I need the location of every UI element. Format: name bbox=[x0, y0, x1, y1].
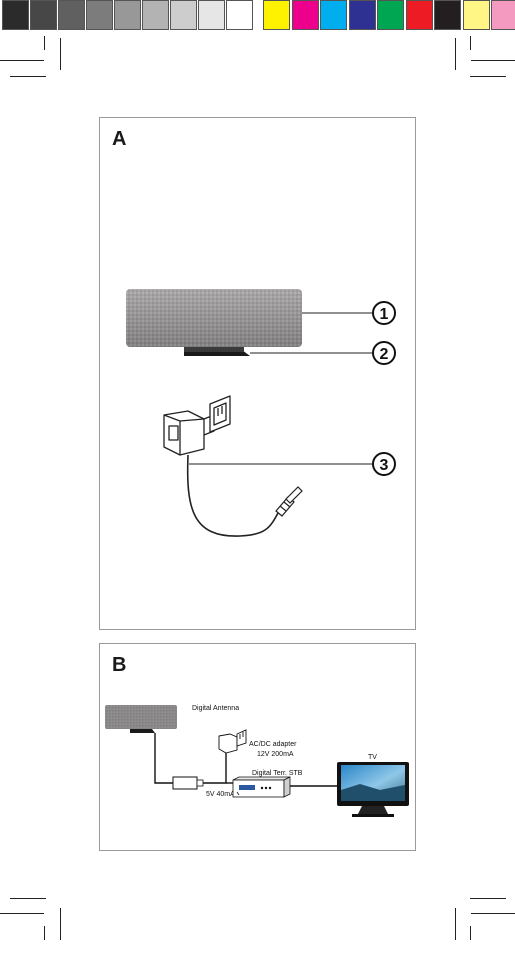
antenna-body bbox=[126, 289, 302, 347]
color-calibration-bar bbox=[0, 0, 515, 30]
callout-2: 2 bbox=[373, 342, 395, 364]
gray-swatch bbox=[170, 0, 197, 30]
gray-swatch bbox=[86, 0, 113, 30]
color-swatch bbox=[406, 0, 433, 30]
color-swatch bbox=[377, 0, 404, 30]
color-swatch bbox=[463, 0, 490, 30]
callout-1: 1 bbox=[373, 302, 395, 324]
color-swatch bbox=[491, 0, 515, 30]
antenna-icon bbox=[105, 705, 177, 733]
tv-icon bbox=[337, 762, 409, 817]
gray-swatch bbox=[58, 0, 85, 30]
color-swatch bbox=[292, 0, 319, 30]
set-top-box-icon bbox=[233, 777, 290, 797]
panel-a: A bbox=[99, 117, 416, 630]
adapter-rating-label: 12V 200mA bbox=[257, 751, 294, 758]
adapter-cable bbox=[188, 455, 278, 536]
color-swatch bbox=[263, 0, 290, 30]
callout-3-label: 3 bbox=[380, 457, 389, 474]
panel-b-connection-diagram: Digital Antenna AC/DC adapter 12V 200mA … bbox=[100, 644, 417, 852]
gray-swatch bbox=[2, 0, 29, 30]
panel-b: B Digital Antenna bbox=[99, 643, 416, 851]
injector-rating-label: 5V 40mA bbox=[206, 791, 235, 798]
callout-3: 3 bbox=[373, 453, 395, 475]
gray-swatch bbox=[226, 0, 253, 30]
gray-swatch bbox=[142, 0, 169, 30]
panel-a-illustration: 1 2 3 bbox=[100, 118, 417, 631]
ac-dc-adapter-icon bbox=[219, 730, 246, 753]
dc-plug bbox=[276, 487, 302, 516]
tv-label: TV bbox=[368, 754, 377, 761]
callout-2-label: 2 bbox=[380, 346, 389, 363]
antenna-cable bbox=[155, 733, 173, 783]
color-swatch bbox=[434, 0, 461, 30]
ac-dc-adapter-label: AC/DC adapter bbox=[249, 741, 297, 748]
color-swatch bbox=[320, 0, 347, 30]
digital-antenna-label: Digital Antenna bbox=[192, 705, 239, 712]
gray-swatch bbox=[30, 0, 57, 30]
power-adapter-illustration bbox=[164, 396, 230, 455]
color-swatch bbox=[349, 0, 376, 30]
antenna-stand bbox=[184, 347, 250, 356]
gray-swatch bbox=[114, 0, 141, 30]
gray-swatch bbox=[198, 0, 225, 30]
power-injector-icon bbox=[173, 777, 203, 789]
callout-1-label: 1 bbox=[380, 306, 389, 323]
stb-label: Digital Terr. STB bbox=[252, 770, 303, 777]
adapter-cable bbox=[203, 753, 226, 783]
